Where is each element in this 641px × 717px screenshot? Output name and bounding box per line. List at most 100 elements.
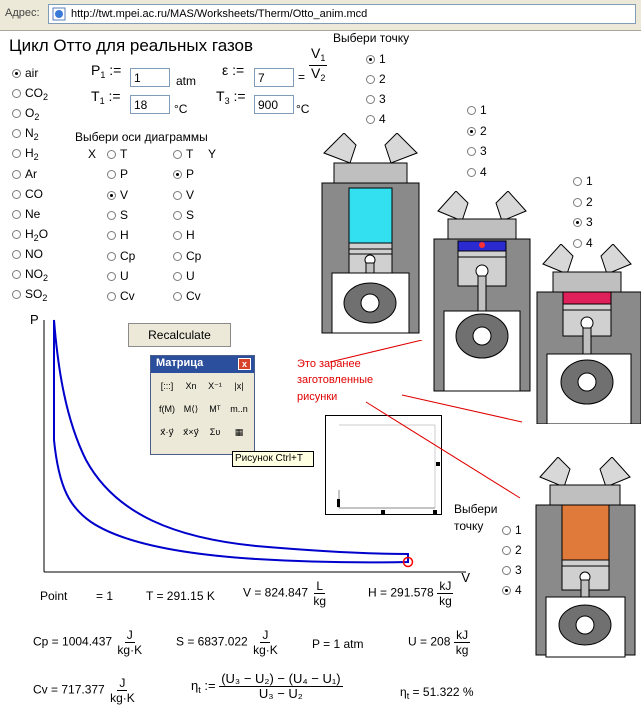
address-input[interactable]: http://twt.mpei.ac.ru/MAS/Worksheets/The… [48,4,636,24]
ps-3-3-radio[interactable] [573,218,582,227]
gas-0-radio[interactable] [12,69,21,78]
x-axis-V-radio[interactable] [107,190,116,200]
address-label: Адрес: [5,7,40,19]
gas-8-radio[interactable] [12,229,21,239]
recalculate-button[interactable]: Recalculate [128,323,231,347]
y-axis-H-label: H [186,228,195,243]
x-axis-H-radio[interactable] [107,231,116,241]
gas-9-radio[interactable] [12,249,21,259]
y-axis-label: Y [208,147,217,161]
matrix-tool-button[interactable]: Συ [209,427,221,437]
ps-2-2-label: 2 [480,123,487,138]
y-axis-P-radio[interactable] [173,170,182,180]
y-axis-Cv-radio[interactable] [173,292,182,302]
ps-top-2-radio[interactable] [366,75,375,84]
ps-bottom-2-label: 2 [515,543,522,557]
ps-2-1-radio[interactable] [467,106,476,115]
matrix-tool-button[interactable]: ▦ [234,427,244,437]
gas-11-label: SO2 [25,287,48,304]
engine-image-point3 [536,244,641,424]
ps-top-4-radio[interactable] [366,115,375,124]
y-axis-V-radio[interactable] [173,190,182,200]
matrix-tool-button[interactable]: Xn [185,381,197,391]
point-marker [402,556,414,568]
gas-7-radio[interactable] [12,209,21,219]
picture-frame[interactable] [325,415,442,515]
gas-10-radio[interactable] [12,270,21,279]
t1-unit: °C [174,102,188,116]
gas-3-radio[interactable] [12,129,21,139]
p1-unit: atm [176,74,197,88]
ps-bottom-4-radio[interactable] [502,586,511,595]
annotation-line1: Это заранее [297,358,361,370]
gas-6-label: CO [25,186,43,201]
address-url: http://twt.mpei.ac.ru/MAS/Worksheets/The… [71,8,368,20]
x-axis-Cv-radio[interactable] [107,292,116,302]
matrix-tool-button[interactable]: x⃗×y⃗ [183,427,199,437]
ps-3-1-radio[interactable] [573,177,582,186]
curve-outer [53,319,409,564]
matrix-tool-button[interactable]: [:::] [160,381,174,391]
t3-unit: °C [296,102,310,116]
y-axis-U-label: U [186,268,195,283]
matrix-tool-button[interactable]: x⃗·y⃗ [160,427,174,437]
gas-5-radio[interactable] [12,169,21,179]
ps-3-4-radio[interactable] [573,238,582,248]
matrix-tool-button[interactable]: m..n [230,404,248,414]
x-axis-P-radio[interactable] [107,170,116,180]
ps-bottom-4-label: 4 [515,583,522,597]
ps-2-2-radio[interactable] [467,126,476,136]
point-select-bottom-title2: точку [454,519,484,533]
efficiency-result: ηt = 51.322 % [400,685,474,701]
p1-input[interactable]: 1 [130,68,170,87]
t3-input[interactable]: 900 [254,95,294,114]
y-axis-T-radio[interactable] [173,150,182,159]
y-axis-U-radio[interactable] [173,271,182,281]
gas-4-radio[interactable] [12,149,21,159]
ps-bottom-3-radio[interactable] [502,566,511,575]
ps-top-3-radio[interactable] [366,95,375,104]
ps-bottom-1-radio[interactable] [502,526,511,535]
result-T: T = 291.15 K [146,589,215,603]
y-axis-S-radio[interactable] [173,210,182,220]
x-axis-S-radio[interactable] [107,210,116,220]
y-axis-P-label: P [186,167,195,182]
gas-6-radio[interactable] [12,189,21,199]
p1-label: P1 := [91,62,122,80]
gas-7-label: Ne [25,206,41,221]
x-axis-U-radio[interactable] [107,271,116,281]
gas-4-label: H2 [25,146,39,163]
matrix-tool-button[interactable]: X⁻¹ [208,381,222,391]
ps-top-1-radio[interactable] [366,55,375,64]
x-axis-Cp-radio[interactable] [107,251,116,261]
y-axis-H-radio[interactable] [173,231,182,241]
ps-top-1-label: 1 [379,52,386,66]
close-icon[interactable]: x [238,358,251,370]
matrix-tool-button[interactable]: M⟨⟩ [183,404,199,414]
matrix-toolbar-titlebar[interactable]: Матрица x [151,356,254,373]
gas-1-radio[interactable] [12,89,21,99]
ps-top-4-label: 4 [379,112,386,126]
matrix-tool-button[interactable]: Mᵀ [209,404,221,414]
gas-2-label: O2 [25,106,40,123]
gas-11-radio[interactable] [12,290,21,300]
x-axis-T-radio[interactable] [107,150,116,159]
ps-3-2-radio[interactable] [573,197,582,207]
x-axis-Cp-label: Cp [120,248,136,263]
point-select-bottom-title: Выбери [454,502,498,516]
matrix-tool-button[interactable]: f(M) [159,404,175,414]
matrix-tool-button[interactable]: |x| [234,381,244,391]
gas-2-radio[interactable] [12,109,21,119]
ps-2-3-radio[interactable] [467,147,476,156]
ps-bottom-2-radio[interactable] [502,546,511,555]
page-icon [52,7,66,21]
t1-input[interactable]: 18 [130,95,170,114]
gas-5-label: Ar [25,166,37,181]
ps-2-4-radio[interactable] [467,167,476,177]
eps-input[interactable]: 7 [254,68,294,87]
y-axis-Cp-radio[interactable] [173,251,182,261]
